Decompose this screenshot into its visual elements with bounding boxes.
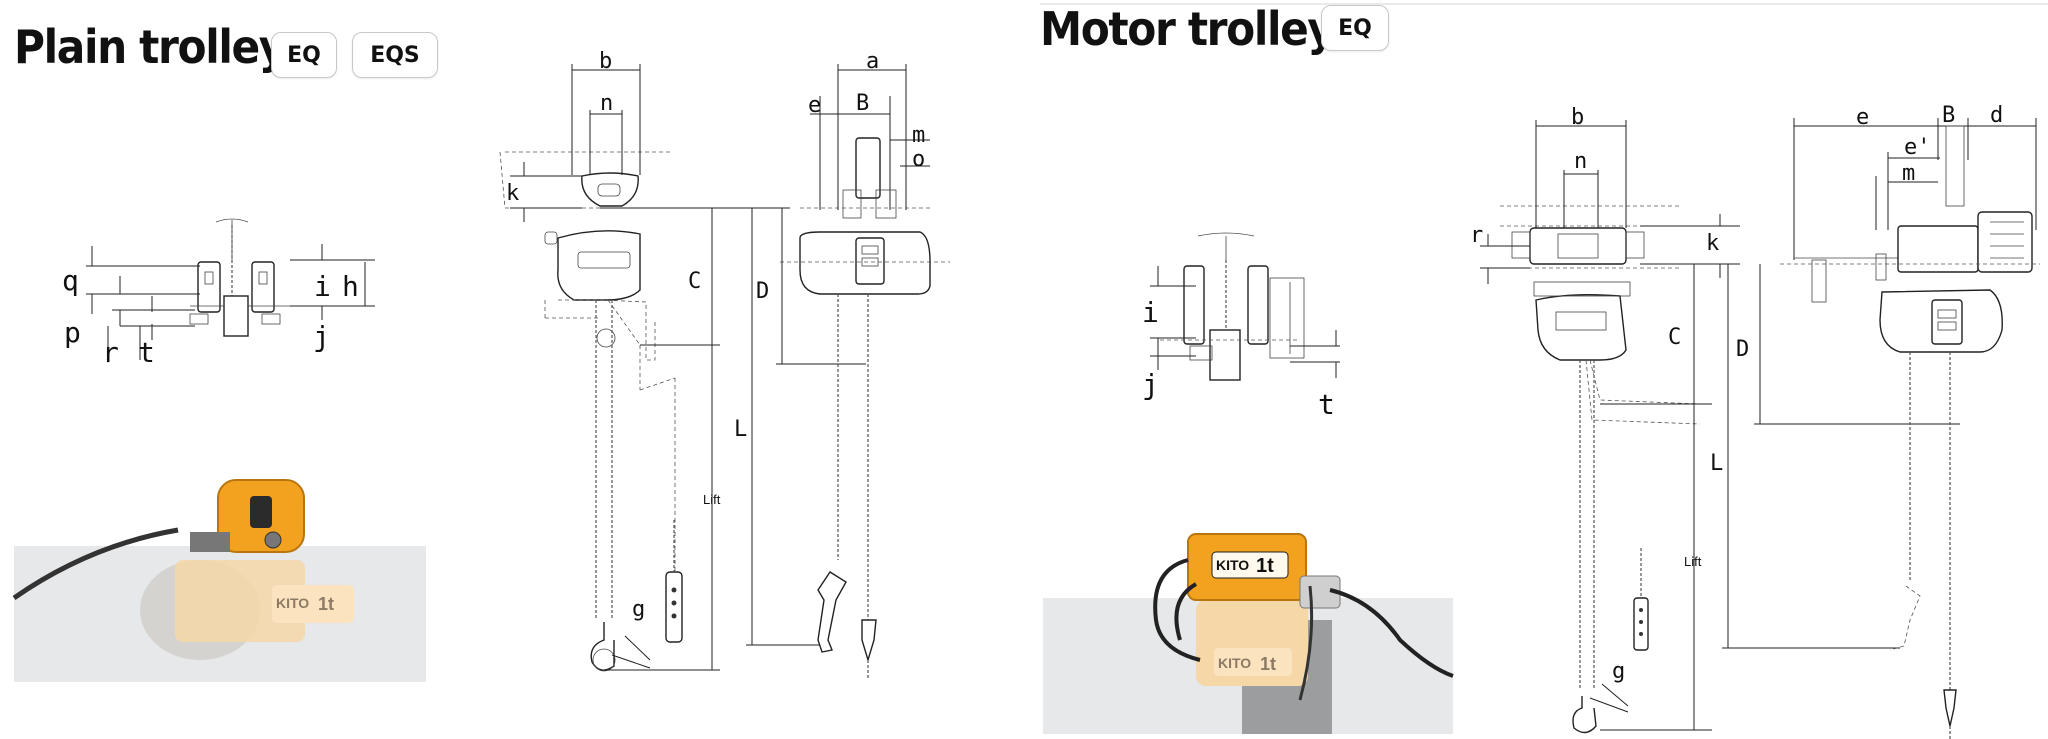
dim-label-t: t: [138, 336, 155, 369]
dim-label-d-big-motor: D: [1736, 337, 1749, 362]
dim-label-q: q: [62, 264, 79, 297]
badge-eqs-plain: EQS: [352, 32, 438, 78]
motor-trolley-photo: KITO 1t KITO 1t: [1043, 533, 1454, 734]
dim-label-k-motor: k: [1706, 231, 1719, 256]
dim-label-h: h: [342, 270, 359, 303]
dim-label-j-motor: j: [1142, 368, 1159, 401]
dim-label-a-plain: a: [866, 49, 879, 74]
dim-label-B-plain: B: [856, 91, 869, 116]
dim-label-B-motor: B: [1942, 103, 1955, 128]
dim-label-lift-motor: Lift: [1684, 554, 1702, 569]
dim-label-i: i: [314, 270, 331, 303]
dim-label-g-motor: g: [1612, 659, 1625, 684]
dim-label-e-motor: e: [1856, 105, 1869, 130]
dim-label-k-plain: k: [506, 181, 519, 206]
dim-label-c-motor: C: [1668, 325, 1681, 350]
dim-label-l-motor: L: [1710, 451, 1723, 476]
plain-front-view: q p r t i j h: [62, 218, 375, 369]
plain-trolley-title: Plain trolley: [14, 20, 286, 74]
dim-label-p: p: [64, 316, 81, 349]
motor-trolley-title: Motor trolley: [1040, 2, 1335, 56]
dim-label-n-plain: n: [600, 91, 613, 116]
dim-label-lift-plain: Lift: [703, 492, 721, 507]
plain-side-view: b n k C L Lift g: [499, 49, 830, 672]
plain-trolley-photo: KITO 1t: [12, 479, 426, 682]
dim-label-c-plain: C: [688, 269, 701, 294]
svg-text:1t: 1t: [318, 594, 334, 614]
dim-label-j: j: [313, 320, 330, 353]
dim-label-l-plain: L: [734, 417, 747, 442]
badge-eq-motor: EQ: [1321, 5, 1389, 51]
svg-text:KITO: KITO: [276, 595, 309, 611]
svg-text:KITO: KITO: [1216, 557, 1249, 573]
svg-text:KITO: KITO: [1218, 655, 1251, 671]
motor-side-view: b n r k C L Lift g: [1470, 105, 1900, 734]
svg-text:1t: 1t: [1256, 555, 1274, 577]
dim-label-m-plain: m: [912, 123, 925, 148]
dim-label-b-motor: b: [1571, 105, 1584, 130]
dim-label-n-motor: n: [1574, 149, 1587, 174]
dim-label-e-plain: e: [808, 93, 821, 118]
dim-label-d-motor: d: [1990, 103, 2003, 128]
dim-label-b-plain: b: [599, 49, 612, 74]
motor-end-view: e B d e' m D: [1736, 103, 2040, 739]
dim-label-t-motor: t: [1318, 388, 1335, 421]
dim-label-d-plain: D: [756, 279, 769, 304]
dim-label-r: r: [102, 336, 119, 369]
svg-text:1t: 1t: [1260, 654, 1276, 674]
dim-label-o-plain: o: [912, 147, 925, 172]
dim-label-r-motor: r: [1470, 223, 1483, 248]
dim-label-m-motor: m: [1902, 161, 1915, 186]
motor-front-view: i j t: [1142, 232, 1340, 421]
plain-end-view: a e B m o D: [756, 49, 950, 680]
badge-eq-plain: EQ: [271, 32, 337, 78]
dim-label-i-motor: i: [1142, 296, 1159, 329]
dim-label-g-plain: g: [632, 597, 645, 622]
dim-label-e-prime-motor: e': [1904, 135, 1931, 160]
